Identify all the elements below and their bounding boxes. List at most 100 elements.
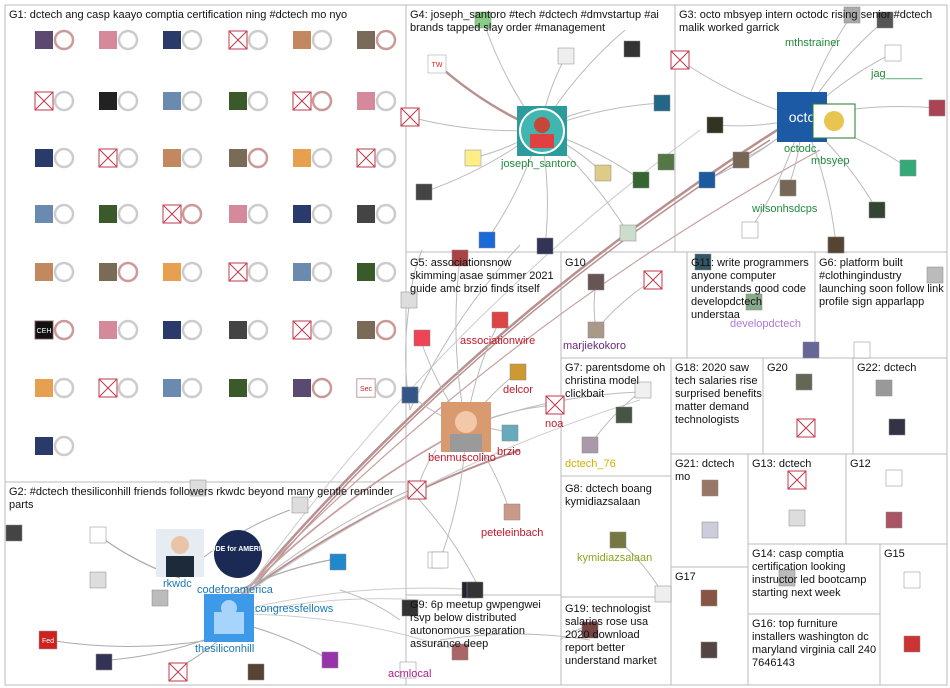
avatar-node[interactable] (795, 373, 813, 391)
avatar-node[interactable] (229, 149, 247, 167)
avatar-node[interactable] (35, 437, 53, 455)
avatar-node[interactable] (732, 151, 750, 169)
avatar-node[interactable] (357, 263, 375, 281)
avatar-node[interactable] (400, 291, 418, 309)
avatar-node[interactable] (478, 231, 496, 249)
avatar-node[interactable] (229, 379, 247, 397)
avatar-node[interactable] (698, 171, 716, 189)
avatar-node[interactable] (357, 321, 375, 339)
avatar-node[interactable] (35, 149, 53, 167)
avatar-node[interactable] (827, 236, 845, 254)
avatar-node[interactable] (293, 149, 311, 167)
avatar-node[interactable] (701, 521, 719, 539)
avatar-node[interactable] (163, 31, 181, 49)
avatar-node[interactable] (229, 205, 247, 223)
avatar-node[interactable] (619, 224, 637, 242)
avatar-node[interactable] (788, 509, 806, 527)
avatar-node[interactable] (357, 205, 375, 223)
avatar-node[interactable] (926, 266, 944, 284)
avatar-node[interactable] (843, 6, 861, 24)
avatar-node[interactable] (34, 320, 54, 340)
avatar-node[interactable] (501, 424, 519, 442)
avatar-node[interactable] (99, 263, 117, 281)
avatar-node[interactable] (587, 273, 605, 291)
avatar-node[interactable] (464, 149, 482, 167)
avatar-node[interactable] (654, 585, 672, 603)
avatar-node[interactable] (903, 635, 921, 653)
avatar-node[interactable] (401, 599, 419, 617)
avatar-node[interactable] (413, 329, 431, 347)
avatar-node[interactable] (876, 11, 894, 29)
avatar-node[interactable] (247, 663, 265, 681)
avatar-node[interactable] (99, 321, 117, 339)
avatar-node[interactable] (868, 201, 886, 219)
avatar-node[interactable] (503, 503, 521, 521)
avatar-node[interactable] (885, 469, 903, 487)
avatar-node[interactable] (741, 221, 759, 239)
avatar-node[interactable] (35, 263, 53, 281)
avatar-node[interactable] (623, 40, 641, 58)
avatar-node[interactable] (634, 381, 652, 399)
avatar-node[interactable] (401, 386, 419, 404)
avatar-node[interactable] (899, 159, 917, 177)
avatar-node[interactable] (163, 321, 181, 339)
avatar-node[interactable] (694, 253, 712, 271)
avatar-node[interactable] (594, 164, 612, 182)
avatar-node[interactable] (329, 553, 347, 571)
avatar-node[interactable] (89, 526, 107, 544)
avatar-node[interactable] (293, 263, 311, 281)
avatar-node[interactable] (293, 379, 311, 397)
avatar-node[interactable] (163, 263, 181, 281)
avatar-node[interactable] (431, 551, 449, 569)
avatar-node[interactable] (928, 99, 946, 117)
avatar-node[interactable] (700, 641, 718, 659)
avatar-node[interactable] (885, 511, 903, 529)
avatar-node[interactable] (778, 569, 796, 587)
avatar-node[interactable] (903, 571, 921, 589)
avatar-node[interactable] (657, 153, 675, 171)
avatar-node[interactable] (581, 621, 599, 639)
avatar-node[interactable] (491, 311, 509, 329)
thesiliconhill-avatar[interactable] (204, 594, 254, 642)
avatar-node[interactable] (609, 531, 627, 549)
avatar-node[interactable] (700, 589, 718, 607)
avatar-node[interactable] (38, 630, 58, 650)
mbsyep-avatar[interactable] (812, 103, 856, 139)
avatar-node[interactable] (356, 378, 376, 398)
benmuscolino-avatar[interactable] (441, 402, 491, 452)
avatar-node[interactable] (399, 661, 417, 679)
avatar-node[interactable] (779, 179, 797, 197)
avatar-node[interactable] (321, 651, 339, 669)
avatar-node[interactable] (701, 479, 719, 497)
avatar-node[interactable] (875, 379, 893, 397)
avatar-node[interactable] (99, 205, 117, 223)
avatar-node[interactable] (293, 31, 311, 49)
joseph-santoro-avatar[interactable] (517, 106, 567, 156)
avatar-node[interactable] (853, 341, 871, 359)
avatar-node[interactable] (89, 571, 107, 589)
avatar-node[interactable] (615, 406, 633, 424)
avatar-node[interactable] (745, 293, 763, 311)
avatar-node[interactable] (415, 183, 433, 201)
avatar-node[interactable] (5, 524, 23, 542)
avatar-node[interactable] (189, 479, 207, 497)
avatar-node[interactable] (557, 47, 575, 65)
avatar-node[interactable] (291, 496, 309, 514)
avatar-node[interactable] (888, 418, 906, 436)
avatar-node[interactable] (35, 379, 53, 397)
avatar-node[interactable] (653, 94, 671, 112)
avatar-node[interactable] (357, 31, 375, 49)
avatar-node[interactable] (509, 363, 527, 381)
codeforamerica-avatar[interactable]: CODE for AMERICA (205, 530, 271, 578)
avatar-node[interactable] (99, 92, 117, 110)
avatar-node[interactable] (99, 31, 117, 49)
avatar-node[interactable] (632, 171, 650, 189)
avatar-node[interactable] (95, 653, 113, 671)
avatar-node[interactable] (35, 31, 53, 49)
avatar-node[interactable] (474, 11, 492, 29)
avatar-node[interactable] (293, 205, 311, 223)
avatar-node[interactable] (884, 44, 902, 62)
avatar-node[interactable] (427, 54, 447, 74)
avatar-node[interactable] (357, 92, 375, 110)
avatar-node[interactable] (706, 116, 724, 134)
